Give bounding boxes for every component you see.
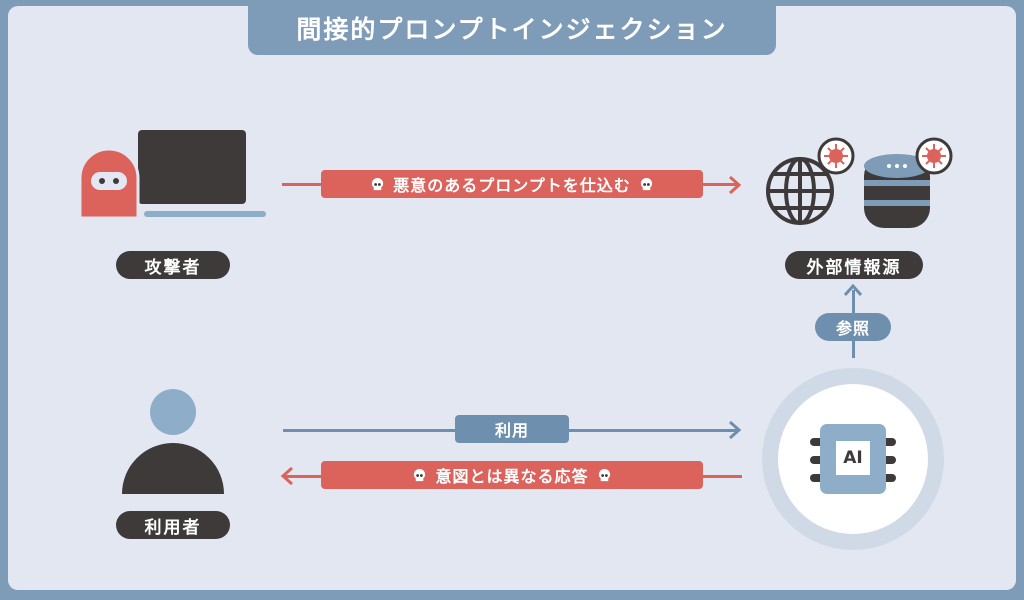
page-title: 間接的プロンプトインジェクション (248, 0, 776, 55)
use-flow-label: 利用 (455, 415, 569, 443)
arrow-left-icon (280, 466, 293, 486)
arrow-right-icon (729, 420, 742, 440)
database-icon (864, 154, 930, 228)
response-flow-text: 意図とは異なる応答 (435, 467, 589, 486)
attacker-label: 攻撃者 (116, 251, 230, 279)
external-sources-icon (766, 137, 953, 228)
ai-label: AI (843, 448, 863, 468)
skull-icon (640, 177, 652, 190)
reference-flow-label: 参照 (815, 313, 891, 341)
skull-icon (414, 468, 426, 481)
globe-icon (766, 157, 834, 225)
inject-flow-text: 悪意のあるプロンプトを仕込む (393, 176, 631, 195)
attacker-icon (78, 130, 266, 220)
skull-icon (598, 468, 610, 481)
arrow-up-icon (843, 284, 863, 296)
arrow-right-icon (729, 175, 742, 195)
response-flow-label: 意図とは異なる応答 (321, 461, 703, 489)
user-icon (122, 389, 224, 494)
skull-icon (372, 177, 384, 190)
ai-chip-icon (810, 424, 896, 494)
external-sources-label: 外部情報源 (785, 251, 923, 279)
virus-icon (915, 137, 953, 175)
user-label: 利用者 (116, 511, 230, 539)
virus-icon (817, 137, 855, 175)
inject-flow-label: 悪意のあるプロンプトを仕込む (321, 170, 703, 198)
